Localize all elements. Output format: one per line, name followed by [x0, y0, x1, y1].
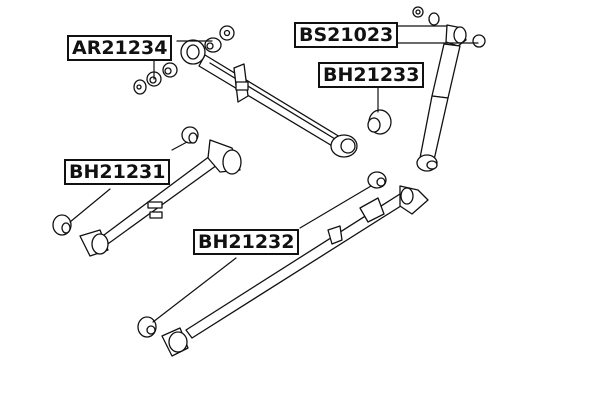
part-label-bh21232: BH21232 — [193, 229, 300, 255]
ar21234-bushings — [133, 25, 235, 95]
bh21233-bushing — [367, 109, 392, 135]
upper-arm — [180, 39, 358, 158]
trailing-arm — [137, 171, 429, 357]
part-label-bh21231: BH21231 — [64, 159, 171, 185]
part-label-bs21023: BS21023 — [294, 22, 399, 48]
part-label-bh21233: BH21233 — [318, 62, 425, 88]
lower-arm — [52, 126, 242, 257]
part-label-ar21234: AR21234 — [67, 35, 173, 61]
leader-lines — [69, 25, 479, 323]
shock-absorber — [412, 6, 486, 172]
